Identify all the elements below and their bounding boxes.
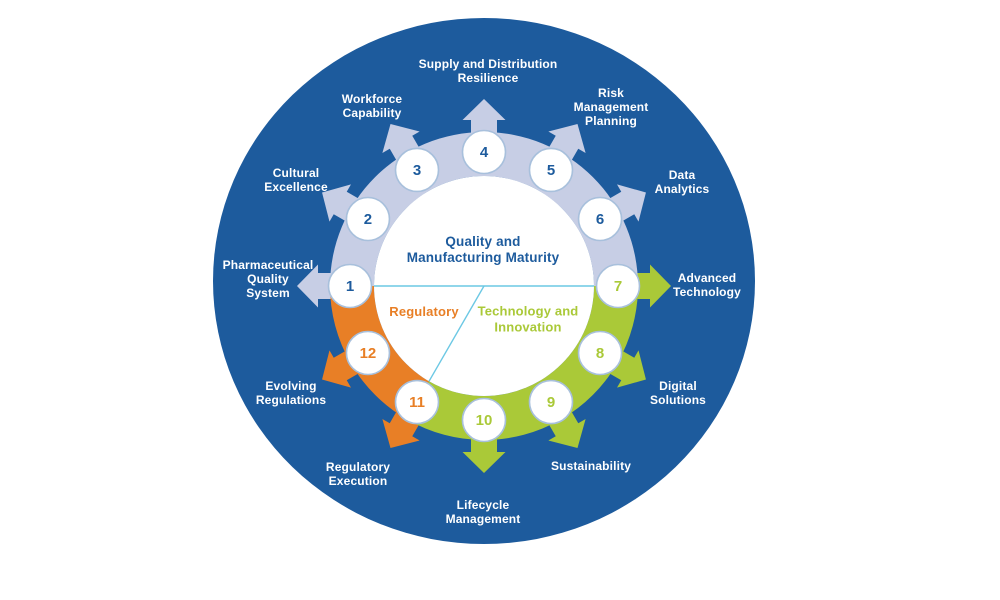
item-circle-11 [394, 379, 440, 425]
item-number-2: 2 [364, 211, 372, 228]
item-number-1: 1 [346, 278, 354, 295]
item-number-5: 5 [547, 162, 555, 179]
item-circle-9 [528, 379, 574, 425]
item-number-12: 12 [360, 345, 377, 362]
item-number-3: 3 [413, 162, 421, 179]
item-circle-3 [394, 147, 440, 193]
item-circle-4 [461, 129, 507, 175]
item-number-4: 4 [480, 144, 489, 161]
item-number-11: 11 [409, 394, 425, 411]
item-circle-8 [577, 330, 623, 376]
item-circle-2 [345, 196, 391, 242]
item-circle-6 [577, 196, 623, 242]
item-circle-1 [327, 263, 373, 309]
section-divider-diagonal [428, 285, 485, 382]
item-number-10: 10 [476, 412, 493, 429]
item-number-7: 7 [614, 278, 622, 295]
item-number-9: 9 [547, 394, 555, 411]
item-circle-10 [461, 397, 507, 443]
item-circle-7 [595, 263, 641, 309]
ring-segment-technology [407, 286, 639, 441]
item-number-6: 6 [596, 211, 604, 228]
item-circle-5 [528, 147, 574, 193]
item-number-8: 8 [596, 345, 604, 362]
item-circle-12 [345, 330, 391, 376]
